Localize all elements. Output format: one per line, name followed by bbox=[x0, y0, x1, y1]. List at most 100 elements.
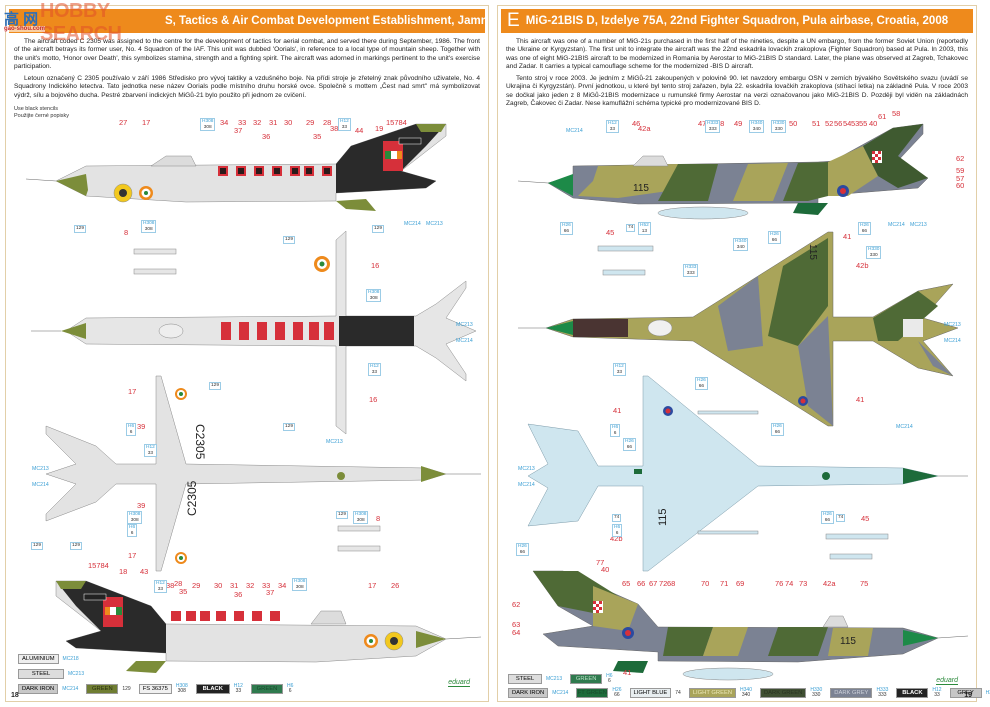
side-serial-115: 115 bbox=[633, 183, 649, 194]
callout-40: 40 bbox=[869, 119, 878, 128]
callout-41-bot-b: 41 bbox=[856, 395, 865, 404]
left-page: S, Tactics & Air Combat Development Esta… bbox=[5, 5, 489, 702]
callout-29: 29 bbox=[306, 118, 315, 127]
side-view-croatia-aircraft: 115 bbox=[517, 123, 929, 220]
callout-76: 76 bbox=[775, 579, 784, 588]
callout-55: 55 bbox=[859, 119, 868, 128]
swatch-dark-iron-code: MC214 bbox=[62, 685, 79, 692]
callout-65: 65 bbox=[622, 579, 631, 588]
callout-73: 73 bbox=[799, 579, 808, 588]
callout-66: 66 bbox=[637, 579, 646, 588]
callout-42b: 42b bbox=[856, 261, 869, 270]
metal-code-mc214: MC214 bbox=[404, 221, 421, 227]
callout-38: 38 bbox=[330, 124, 339, 133]
swatch-dark-iron-r: DARK IRON bbox=[508, 688, 549, 698]
stencil-note-cz: Použijte černé popisky bbox=[14, 113, 70, 119]
callout-35: 35 bbox=[313, 132, 322, 141]
swatch-green-h6-r: GREEN bbox=[570, 674, 603, 684]
callout-19: 19 bbox=[375, 124, 384, 133]
callout-52: 52 bbox=[825, 119, 834, 128]
callout-46: 46 bbox=[632, 119, 641, 128]
metal-code-mc213-top-r: MC213 bbox=[944, 322, 961, 328]
callout-33-b: 33 bbox=[262, 581, 271, 590]
swatch-steel: STEEL bbox=[18, 669, 64, 679]
swatch-black-r: BLACK bbox=[896, 688, 929, 698]
right-page: E MiG-21BIS D, Izdelye 75A, 22nd Fighter… bbox=[497, 5, 990, 702]
swatch-steel-r: STEEL bbox=[508, 674, 542, 684]
right-page-description: This aircraft was one of a number of MiG… bbox=[506, 38, 968, 112]
metal-code-mc214-bot-r: MC214 bbox=[518, 482, 535, 488]
right-paragraph-en: This aircraft was one of a number of MiG… bbox=[506, 38, 968, 70]
callout-17: 17 bbox=[142, 118, 151, 127]
callout-49: 49 bbox=[734, 119, 743, 128]
callout-31: 31 bbox=[269, 118, 278, 127]
callout-58: 58 bbox=[892, 109, 901, 118]
callout-39-upper: 39 bbox=[137, 422, 146, 431]
paint-tag-129-bot-c: 129 bbox=[336, 511, 349, 519]
metal-code-mc214-r: MC214 bbox=[566, 128, 583, 134]
callout-27: 27 bbox=[119, 118, 128, 127]
eduard-logo-right: eduard bbox=[936, 677, 958, 685]
swatch-grey-code: H332 bbox=[985, 689, 990, 696]
callout-17-b: 17 bbox=[368, 581, 377, 590]
swatch-light-green: LIGHT GREEN bbox=[688, 688, 737, 698]
swatch-steel-r-code: MC213 bbox=[546, 675, 563, 682]
paint-tag-129-top: 129 bbox=[283, 236, 296, 244]
swatch-green-129: GREEN bbox=[86, 684, 119, 694]
top-view-croatia-aircraft: 115 bbox=[518, 231, 959, 427]
left-swatch-row-2: STEEL MC213 bbox=[18, 669, 88, 679]
metal-code-mc213-bot-b: MC213 bbox=[32, 466, 49, 472]
swatch-dark-green: DARK GREEN bbox=[759, 688, 807, 698]
callout-53: 53 bbox=[851, 119, 860, 128]
callout-45: 45 bbox=[606, 228, 615, 237]
callout-42a: 42a bbox=[638, 124, 651, 133]
callout-71: 71 bbox=[720, 579, 729, 588]
right-paragraph-cz: Tento stroj v roce 2003. Je jedním z MiG… bbox=[506, 75, 968, 108]
left-stores-details bbox=[133, 248, 381, 552]
page-number-right: 19 bbox=[964, 692, 972, 699]
right-side-view-croatia-aircraft: 115 bbox=[532, 570, 969, 681]
callout-37-b: 37 bbox=[266, 588, 275, 597]
callout-26: 26 bbox=[391, 581, 400, 590]
top-view-india-aircraft bbox=[31, 230, 477, 435]
callout-39-lower: 39 bbox=[137, 501, 146, 510]
callout-54: 54 bbox=[843, 119, 852, 128]
swatch-black: BLACK bbox=[195, 684, 230, 694]
callout-34: 34 bbox=[220, 118, 229, 127]
callout-36-b: 36 bbox=[234, 590, 243, 599]
swatch-aluminium: ALUMINIUM bbox=[18, 654, 59, 664]
metal-code-mc214-bot-r-b: MC214 bbox=[896, 424, 913, 430]
callout-43: 43 bbox=[140, 567, 149, 576]
stencil-note-en: Use black stencils bbox=[14, 106, 59, 112]
callout-30: 30 bbox=[284, 118, 293, 127]
swatch-grey: GREY bbox=[949, 688, 982, 698]
callout-69: 69 bbox=[736, 579, 745, 588]
scheme-letter: E bbox=[507, 10, 520, 31]
metal-code-mc213-top: MC213 bbox=[456, 322, 473, 328]
swatch-green-129-code: 129 bbox=[122, 685, 131, 692]
callout-35-b: 35 bbox=[179, 587, 188, 596]
